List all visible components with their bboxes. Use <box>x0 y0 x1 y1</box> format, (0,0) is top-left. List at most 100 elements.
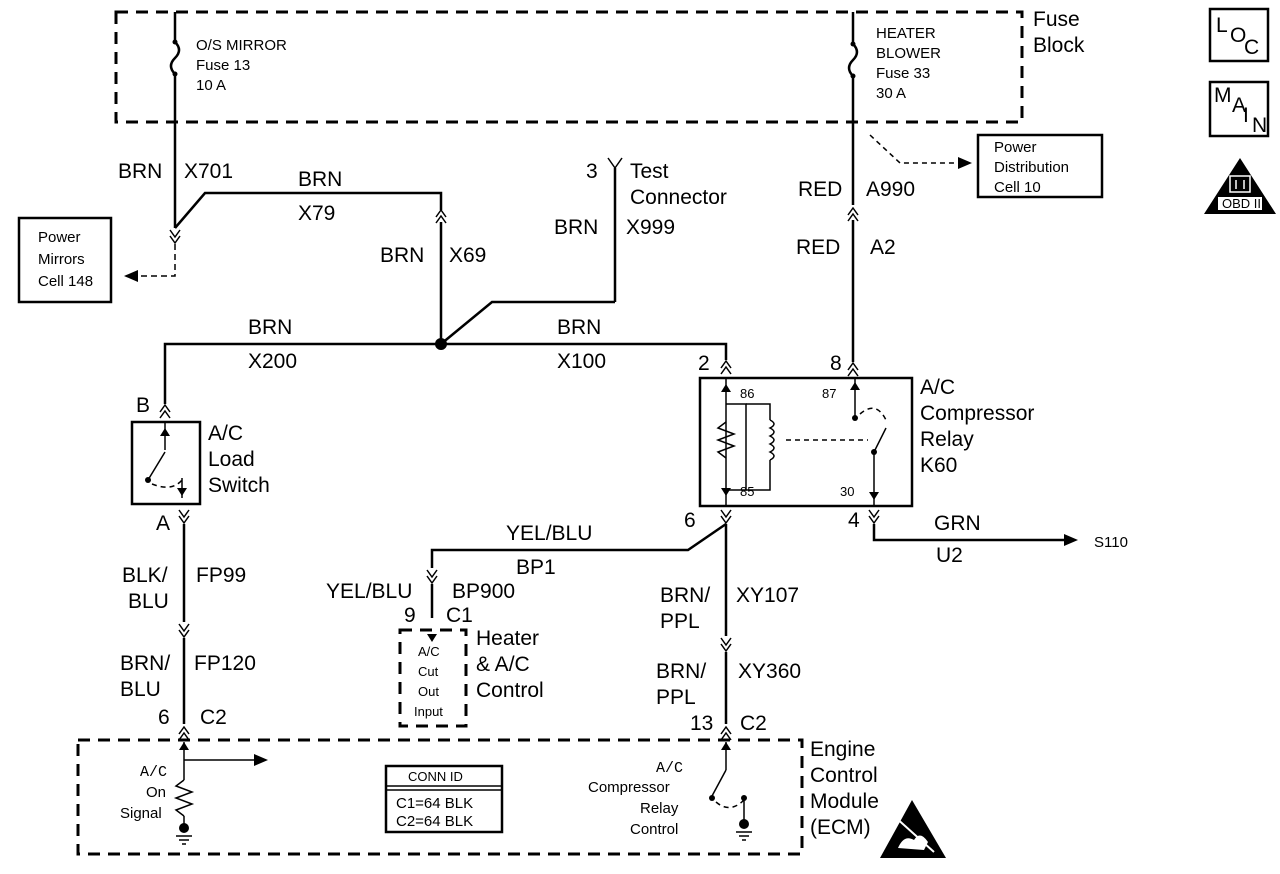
svg-text:O: O <box>1230 24 1246 47</box>
relay-control-label-3: Relay <box>640 800 679 817</box>
heater-ac-control: A/C Cut Out Input Heater & A/C Control <box>398 627 544 728</box>
test-connector-pin: 3 <box>586 160 598 183</box>
wire-fp120-color-1: BRN/ <box>120 652 170 675</box>
wire-fp99-color-2: BLU <box>128 590 169 613</box>
relay-pin-4: 4 <box>848 509 860 532</box>
relay-control-label-1: A/C <box>656 760 683 777</box>
splice-s110: S110 <box>1094 534 1128 551</box>
wire-xy107-color-2: PPL <box>660 610 700 633</box>
relay-pin-8: 8 <box>830 352 842 375</box>
wire-fp120-color-2: BLU <box>120 678 161 701</box>
relay-pin-6: 6 <box>684 509 696 532</box>
wire-fp99-circuit: FP99 <box>196 564 246 587</box>
ecm-label-4: (ECM) <box>810 816 871 839</box>
load-switch-label-3: Switch <box>208 474 270 497</box>
ac-compressor-relay: 86 85 87 30 A/C Compressor Relay K60 <box>698 376 1034 508</box>
relay-label-2: Compressor <box>920 402 1034 425</box>
wire-bp1-circuit: BP1 <box>516 556 556 579</box>
ac-load-switch: B A A/C Load Switch <box>130 394 270 535</box>
wire-x200-circuit: X200 <box>248 350 297 373</box>
wire-a2-circuit: A2 <box>870 236 896 259</box>
hvac-conn-c1: C1 <box>446 604 473 627</box>
fuse-13-rating: 10 A <box>196 77 226 94</box>
wire-x79: BRN X79 <box>174 168 443 229</box>
fuse-13-name: O/S MIRROR <box>196 37 287 54</box>
wire-xy107-circuit: XY107 <box>736 584 799 607</box>
svg-text:A: A <box>1232 94 1246 117</box>
power-distribution-link <box>869 134 972 169</box>
wire-a990-circuit: A990 <box>866 178 915 201</box>
ecm-pin-13: 13 <box>690 712 713 735</box>
wire-fp99-fp120: BLK/ BLU FP99 BRN/ BLU FP120 6 C2 <box>120 509 256 741</box>
svg-text:Distribution: Distribution <box>994 159 1069 176</box>
wire-a990-color: RED <box>798 178 842 201</box>
conn-id-table: CONN ID C1=64 BLK C2=64 BLK <box>384 764 504 834</box>
svg-text:Input: Input <box>414 704 443 719</box>
wire-xy360-color-1: BRN/ <box>656 660 706 683</box>
engine-control-module: Engine Control Module (ECM) <box>76 738 879 856</box>
svg-text:L: L <box>1216 14 1228 37</box>
svg-text:Mirrors: Mirrors <box>38 251 85 268</box>
main-icon: M A I N <box>1208 80 1270 138</box>
wire-a2-color: RED <box>796 236 840 259</box>
load-switch-label-1: A/C <box>208 422 243 445</box>
loc-icon: L O C <box>1208 7 1270 63</box>
wire-bp1-color: YEL/BLU <box>506 522 592 545</box>
hvac-label-1: Heater <box>476 627 539 650</box>
relay-terminal-86: 86 <box>740 386 754 401</box>
conn-id-title: CONN ID <box>408 769 463 784</box>
wire-x999-circuit: X999 <box>626 216 675 239</box>
wire-bp1: YEL/BLU BP1 YEL/BLU BP900 9 C1 <box>326 522 727 627</box>
wire-bp900-circuit: BP900 <box>452 580 515 603</box>
ecm-label-3: Module <box>810 790 879 813</box>
ecm-conn-c2-b: C2 <box>740 712 767 735</box>
wire-xy360-color-2: PPL <box>656 686 696 709</box>
fuse-33-name-1: HEATER <box>876 25 936 42</box>
relay-control-circuit: A/C Compressor Relay Control <box>588 742 752 841</box>
wire-x701: BRN X701 <box>118 122 233 282</box>
load-switch-pin-a: A <box>156 512 170 535</box>
fuse-33-rating: 30 A <box>876 85 906 102</box>
fuse-33-name-2: BLOWER <box>876 45 941 62</box>
svg-text:C: C <box>1244 36 1259 59</box>
relay-pin-6-connector: 6 <box>684 509 732 532</box>
wire-fp99-color-1: BLK/ <box>122 564 168 587</box>
relay-control-label-2: Compressor <box>588 779 670 796</box>
test-connector-label-1: Test <box>630 160 669 183</box>
conn-id-c2: C2=64 BLK <box>396 813 473 830</box>
wire-x79-circuit: X79 <box>298 202 335 225</box>
relay-control-label-4: Control <box>630 821 678 838</box>
wire-x100-color: BRN <box>557 316 601 339</box>
fuse-13-number: Fuse 13 <box>196 57 250 74</box>
fuse-33: HEATER BLOWER Fuse 33 30 A <box>847 12 941 122</box>
hvac-pin-9: 9 <box>404 604 416 627</box>
hvac-label-2: & A/C <box>476 653 530 676</box>
relay-terminal-30: 30 <box>840 484 854 499</box>
wire-x999-color: BRN <box>554 216 598 239</box>
svg-text:A/C: A/C <box>418 644 440 659</box>
svg-text:Cut: Cut <box>418 664 439 679</box>
power-distribution-box: Power Distribution Cell 10 <box>976 133 1104 199</box>
load-switch-pin-b: B <box>136 394 150 417</box>
hvac-label-3: Control <box>476 679 544 702</box>
conn-id-c1: C1=64 BLK <box>396 795 473 812</box>
test-connector-label-2: Connector <box>630 186 727 209</box>
ac-on-signal-circuit: A/C On Signal <box>120 742 268 845</box>
wire-x701-color: BRN <box>118 160 162 183</box>
relay-terminal-87: 87 <box>822 386 836 401</box>
ecm-pin-6: 6 <box>158 706 170 729</box>
svg-text:N: N <box>1252 114 1267 137</box>
relay-label-4: K60 <box>920 454 957 477</box>
wire-x69-color: BRN <box>380 244 424 267</box>
obd-ii-icon: OBD II <box>1204 158 1276 214</box>
wire-x100: BRN X100 2 <box>441 316 732 375</box>
svg-text:Cell 10: Cell 10 <box>994 179 1041 196</box>
svg-text:OBD II: OBD II <box>1222 196 1261 211</box>
relay-terminal-85: 85 <box>740 484 754 499</box>
wire-u2-color: GRN <box>934 512 981 535</box>
wire-fp120-circuit: FP120 <box>194 652 256 675</box>
wire-x79-color: BRN <box>298 168 342 191</box>
svg-text:Power: Power <box>38 229 81 246</box>
svg-text:I: I <box>1243 104 1249 127</box>
relay-label-1: A/C <box>920 376 955 399</box>
